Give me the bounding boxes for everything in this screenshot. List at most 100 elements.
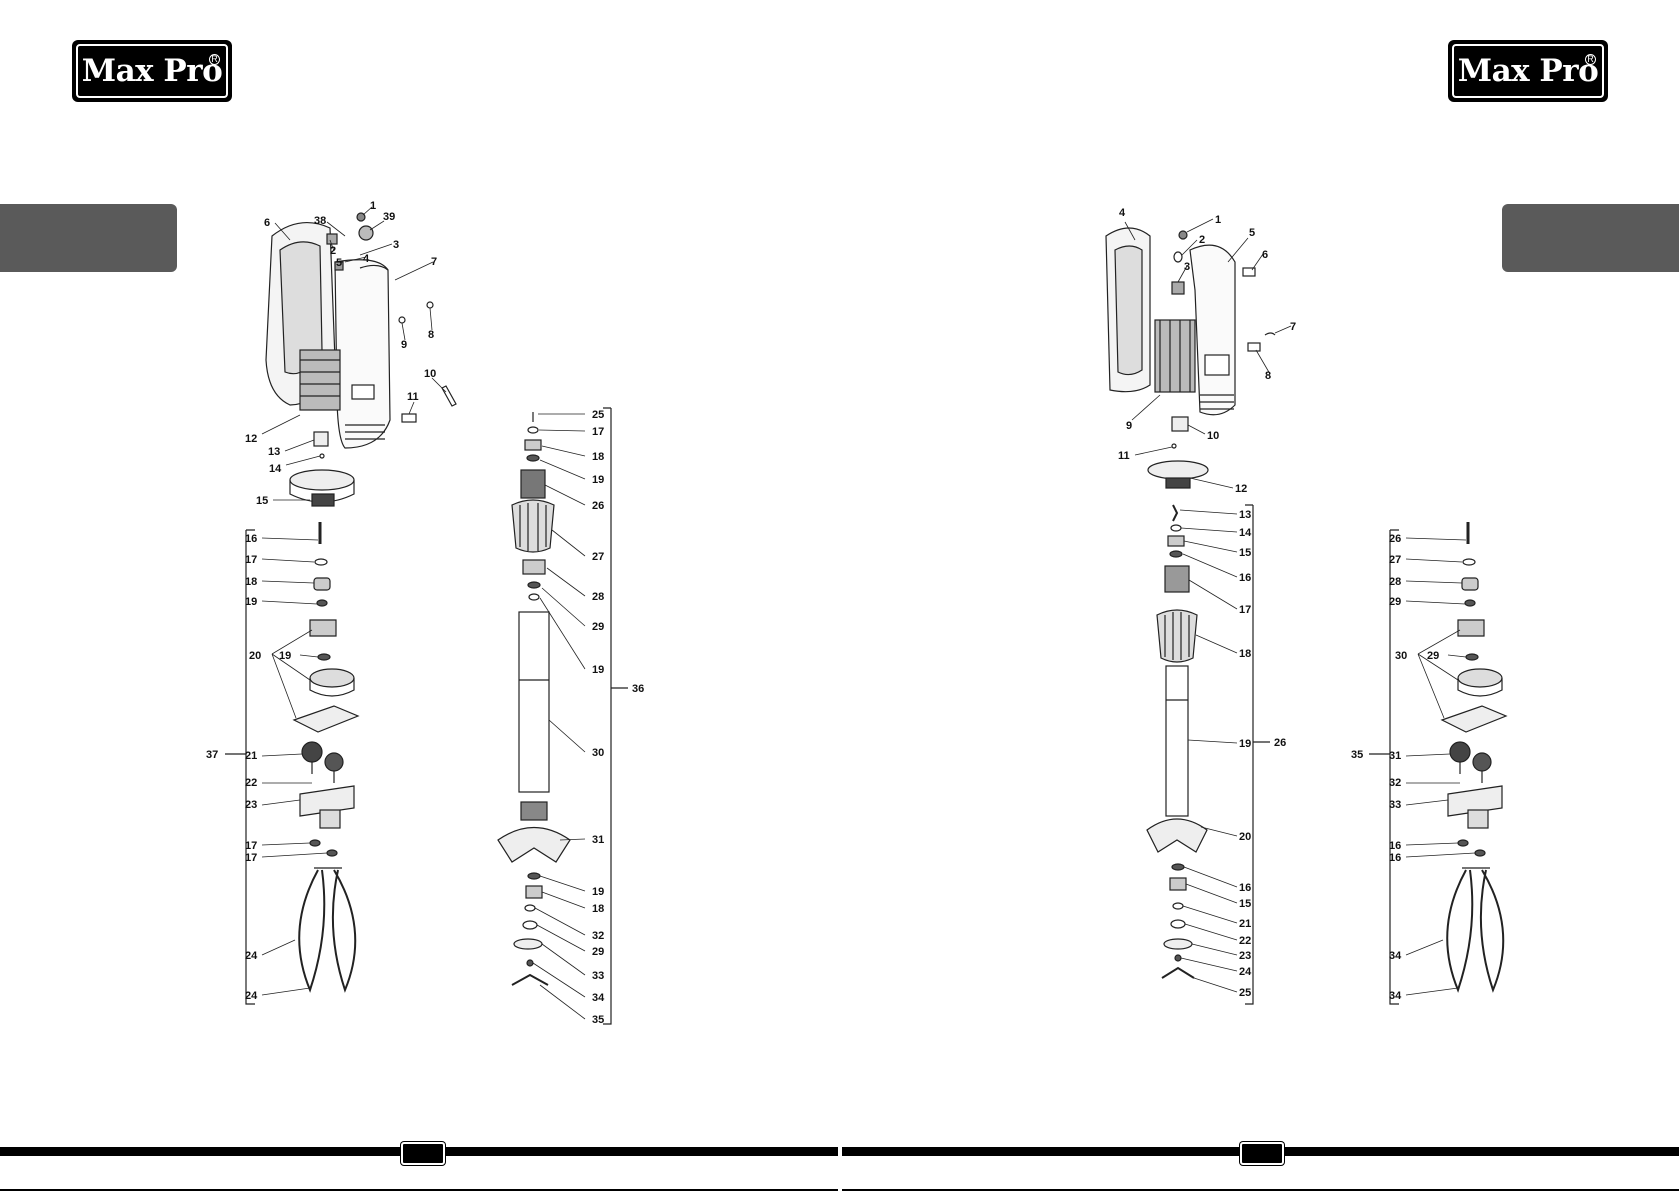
part-label: 12	[1235, 483, 1247, 495]
part-label: 32	[592, 930, 604, 942]
part-label: 29	[592, 621, 604, 633]
part-label: 17	[245, 852, 257, 864]
part-label: 26	[592, 500, 604, 512]
right-whisk-attachment-drawing	[1442, 522, 1506, 990]
part-label: 5	[336, 257, 342, 269]
part-label: 34	[1389, 950, 1402, 962]
part-label: 33	[1389, 799, 1401, 811]
part-label: 24	[1239, 966, 1252, 978]
right-coupling-drawing	[1148, 461, 1208, 488]
part-label: 11	[407, 391, 419, 403]
part-label: 27	[1389, 554, 1401, 566]
part-label: 14	[1239, 527, 1252, 539]
part-label: 6	[264, 217, 270, 229]
part-label: 14	[269, 463, 282, 475]
part-label: 3	[1184, 261, 1190, 273]
part-label: 18	[592, 903, 604, 915]
part-label: 16	[1389, 852, 1401, 864]
group-label: 36	[632, 683, 644, 695]
part-label: 39	[383, 211, 395, 223]
part-label: 4	[1119, 207, 1126, 219]
part-label: 19	[592, 664, 604, 676]
left-whisk-part-labels: 16 17 18 19 20 19 21 22 23 17 17 24 24 3…	[206, 533, 291, 1002]
left-whisk-attachment-drawing	[294, 522, 358, 990]
part-label: 29	[1427, 650, 1439, 662]
part-label: 13	[268, 446, 280, 458]
part-label: 12	[245, 433, 257, 445]
part-label: 21	[245, 750, 257, 762]
part-label: 22	[245, 777, 257, 789]
part-label: 20	[249, 650, 261, 662]
part-label: 31	[592, 834, 604, 846]
part-label: 4	[363, 253, 370, 265]
part-label: 16	[1239, 572, 1251, 584]
bottom-rule-left	[0, 1189, 838, 1191]
page-number-box-left	[401, 1142, 445, 1165]
part-label: 29	[1389, 596, 1401, 608]
part-label: 9	[401, 339, 407, 351]
part-label: 19	[1239, 738, 1251, 750]
right-shaft-part-labels: 13 14 15 16 17 18 19 20 16 15 21 22 23 2…	[1239, 509, 1286, 999]
part-label: 23	[1239, 950, 1251, 962]
part-label: 33	[592, 970, 604, 982]
part-label: 19	[592, 886, 604, 898]
part-label: 25	[592, 409, 604, 421]
part-label: 29	[592, 946, 604, 958]
part-label: 13	[1239, 509, 1251, 521]
right-blender-shaft-drawing	[1147, 505, 1207, 978]
part-label: 11	[1118, 450, 1130, 462]
part-label: 1	[1215, 214, 1221, 226]
part-label: 6	[1262, 249, 1268, 261]
left-blender-shaft-drawing	[498, 412, 570, 985]
part-label: 2	[1199, 234, 1205, 246]
part-label: 22	[1239, 935, 1251, 947]
part-label: 19	[592, 474, 604, 486]
part-label: 3	[393, 239, 399, 251]
part-label: 32	[1389, 777, 1401, 789]
part-label: 18	[1239, 648, 1251, 660]
part-label: 2	[330, 245, 336, 257]
part-label: 8	[428, 329, 434, 341]
part-label: 16	[1389, 840, 1401, 852]
part-label: 23	[245, 799, 257, 811]
part-label: 28	[592, 591, 604, 603]
part-label: 34	[592, 992, 605, 1004]
part-label: 31	[1389, 750, 1401, 762]
part-label: 17	[592, 426, 604, 438]
part-label: 15	[1239, 898, 1251, 910]
part-label: 21	[1239, 918, 1251, 930]
part-label: 5	[1249, 227, 1255, 239]
part-label: 34	[1389, 990, 1402, 1002]
part-label: 17	[1239, 604, 1251, 616]
part-label: 7	[431, 256, 437, 268]
part-label: 35	[592, 1014, 604, 1026]
group-label: 26	[1274, 737, 1286, 749]
part-label: 9	[1126, 420, 1132, 432]
left-coupling-drawing	[290, 470, 354, 506]
part-label: 24	[245, 950, 258, 962]
part-label: 16	[245, 533, 257, 545]
page-number-box-right	[1240, 1142, 1284, 1165]
right-whisk-part-labels: 26 27 28 29 30 29 31 32 33 16 16 34 34 3…	[1351, 533, 1439, 1002]
part-label: 18	[592, 451, 604, 463]
part-label: 17	[245, 554, 257, 566]
part-label: 19	[245, 596, 257, 608]
part-label: 19	[279, 650, 291, 662]
part-label: 28	[1389, 576, 1401, 588]
part-label: 15	[256, 495, 268, 507]
part-label: 16	[1239, 882, 1251, 894]
part-label: 17	[245, 840, 257, 852]
part-label: 10	[1207, 430, 1219, 442]
part-label: 18	[245, 576, 257, 588]
part-label: 25	[1239, 987, 1251, 999]
part-label: 10	[424, 368, 436, 380]
part-label: 15	[1239, 547, 1251, 559]
part-label: 26	[1389, 533, 1401, 545]
part-label: 1	[370, 200, 376, 212]
part-label: 30	[592, 747, 604, 759]
bottom-rule-right	[842, 1189, 1679, 1191]
part-label: 20	[1239, 831, 1251, 843]
left-shaft-part-labels: 25 17 18 19 26 27 28 29 19 30 31 19 18 3…	[592, 409, 644, 1026]
part-label: 27	[592, 551, 604, 563]
